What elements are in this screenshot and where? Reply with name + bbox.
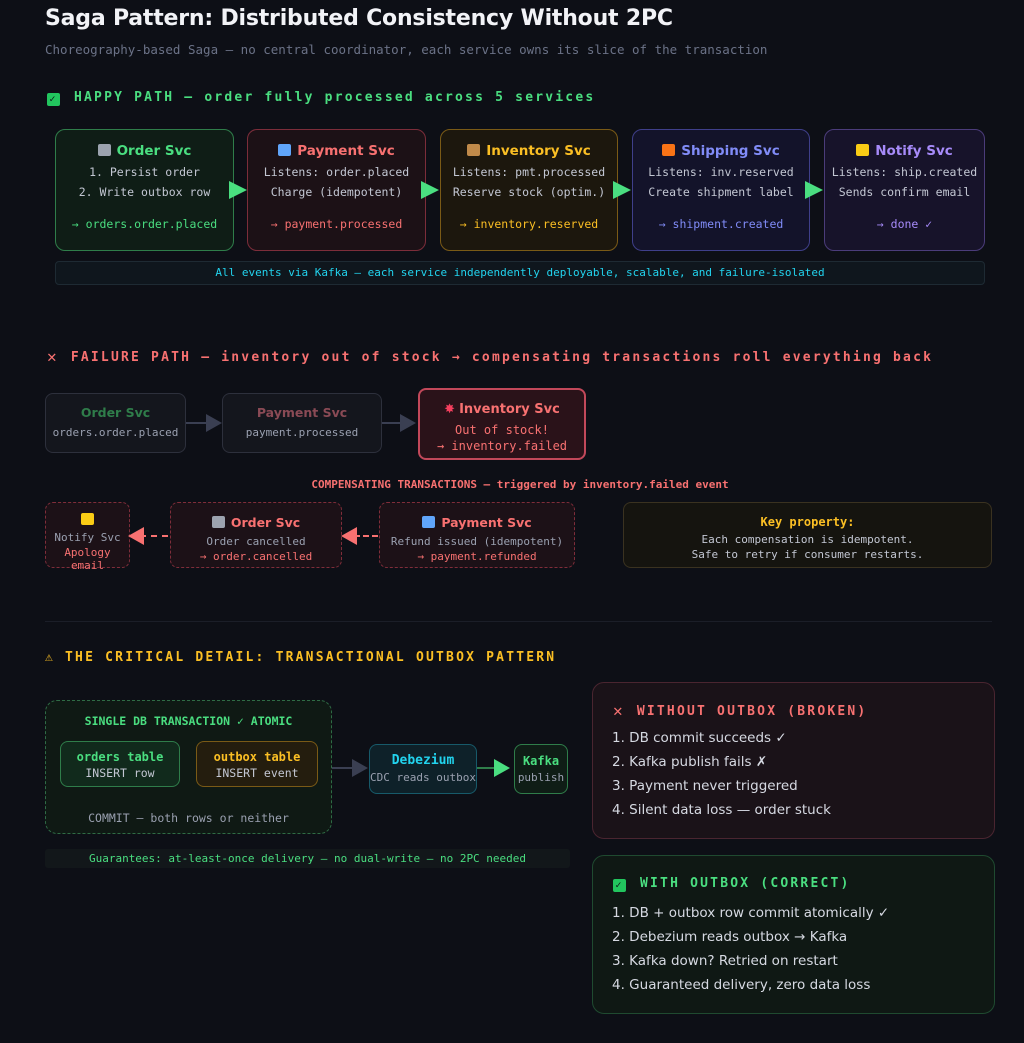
without-outbox-panel: ✕WITHOUT OUTBOX (BROKEN) 1. DB commit su… (592, 682, 995, 839)
x-icon: ✕ (613, 701, 625, 720)
happy-notify-svc: Notify Svc Listens: ship.created Sends c… (824, 129, 985, 251)
cart-icon (97, 144, 111, 156)
happy-arrow-3 (613, 181, 631, 199)
outbox-arrow-1 (352, 759, 368, 777)
with-item: 3. Kafka down? Retried on restart (612, 953, 838, 969)
fail-arrow-2 (400, 414, 416, 432)
bell-icon (856, 144, 870, 156)
comp-arrow-1 (128, 527, 144, 545)
happy-inventory-svc: Inventory Svc Listens: pmt.processed Res… (440, 129, 618, 251)
outbox-line-2 (477, 767, 497, 769)
fail-order-svc: Order Svc orders.order.placed (45, 393, 186, 453)
page-title: Saga Pattern: Distributed Consistency Wi… (45, 6, 673, 31)
card-icon (422, 516, 436, 528)
guarantee-note: Guarantees: at-least-once delivery — no … (45, 849, 570, 868)
fail-line-2 (382, 422, 402, 424)
explosion-icon: ✸ (444, 402, 456, 417)
commit-label: COMMIT — both rows or neither (88, 811, 289, 825)
without-item: 1. DB commit succeeds ✓ (612, 730, 787, 746)
happy-order-svc: Order Svc 1. Persist order 2. Write outb… (55, 129, 234, 251)
failure-path-heading: ✕FAILURE PATH — inventory out of stock →… (47, 347, 934, 366)
comp-order-svc: Order Svc Order cancelled → order.cancel… (170, 502, 342, 568)
outbox-arrow-2 (494, 759, 510, 777)
happy-arrow-4 (805, 181, 823, 199)
happy-payment-svc: Payment Svc Listens: order.placed Charge… (247, 129, 426, 251)
fail-inventory-svc: ✸Inventory Svc Out of stock! → inventory… (418, 388, 586, 460)
comp-payment-svc: Payment Svc Refund issued (idempotent) →… (379, 502, 575, 568)
happy-path-heading: ✓HAPPY PATH — order fully processed acro… (47, 90, 595, 106)
outbox-line-1 (332, 767, 356, 769)
page-subtitle: Choreography-based Saga — no central coo… (45, 42, 768, 57)
with-outbox-panel: ✓WITH OUTBOX (CORRECT) 1. DB + outbox ro… (592, 855, 995, 1014)
comp-line-2 (354, 535, 378, 537)
truck-icon (662, 144, 676, 156)
check-icon: ✓ (613, 879, 626, 892)
warning-icon: ⚠ (45, 650, 56, 665)
outbox-table-box: outbox table INSERT event (196, 741, 318, 787)
fail-payment-svc: Payment Svc payment.processed (222, 393, 382, 453)
outbox-heading: ⚠THE CRITICAL DETAIL: TRANSACTIONAL OUTB… (45, 650, 557, 665)
happy-shipping-svc: Shipping Svc Listens: inv.reserved Creat… (632, 129, 810, 251)
kafka-box: Kafka publish (514, 744, 568, 794)
comp-arrow-2 (341, 527, 357, 545)
card-icon (278, 144, 292, 156)
comp-label: COMPENSATING TRANSACTIONS — triggered by… (311, 478, 729, 491)
x-icon: ✕ (47, 347, 59, 366)
comp-notify-svc: Notify Svc Apology email (45, 502, 130, 572)
fail-arrow-1 (206, 414, 222, 432)
key-property-box: Key property: Each compensation is idemp… (623, 502, 992, 568)
comp-line-1 (140, 535, 168, 537)
debezium-box: Debezium CDC reads outbox (369, 744, 477, 794)
bell-icon (81, 513, 94, 525)
happy-arrow-1 (229, 181, 247, 199)
without-item: 3. Payment never triggered (612, 778, 798, 794)
with-item: 4. Guaranteed delivery, zero data loss (612, 977, 871, 993)
kafka-note: All events via Kafka — each service inde… (55, 261, 985, 285)
without-item: 2. Kafka publish fails ✗ (612, 754, 768, 770)
box-icon (467, 144, 481, 156)
with-item: 2. Debezium reads outbox → Kafka (612, 929, 848, 945)
with-item: 1. DB + outbox row commit atomically ✓ (612, 905, 890, 921)
fail-line-1 (186, 422, 208, 424)
check-icon: ✓ (47, 93, 60, 106)
orders-table-box: orders table INSERT row (60, 741, 180, 787)
happy-arrow-2 (421, 181, 439, 199)
section-divider (45, 621, 992, 622)
cart-icon (211, 516, 225, 528)
db-transaction-box: SINGLE DB TRANSACTION ✓ ATOMIC orders ta… (45, 700, 332, 834)
without-item: 4. Silent data loss — order stuck (612, 802, 831, 818)
